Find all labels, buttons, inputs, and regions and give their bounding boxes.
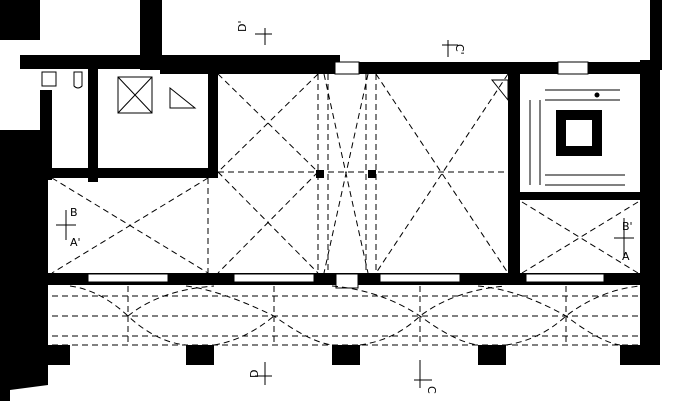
section-label-left-b: B <box>70 206 78 219</box>
stair <box>529 89 625 186</box>
section-label-right-b: B' <box>622 220 633 233</box>
vault-lines <box>51 73 641 346</box>
walls <box>0 0 662 401</box>
fixtures <box>41 71 83 89</box>
section-label-bottom-c: C <box>425 386 438 394</box>
section-label-bottom-d: D <box>248 370 261 378</box>
windows <box>87 61 605 289</box>
section-label-right-a: A <box>622 250 630 263</box>
section-marks <box>56 28 634 388</box>
section-label-top-d: D' <box>236 21 249 33</box>
section-label-left-a: A' <box>70 236 81 249</box>
section-label-top-c: C' <box>453 44 466 55</box>
